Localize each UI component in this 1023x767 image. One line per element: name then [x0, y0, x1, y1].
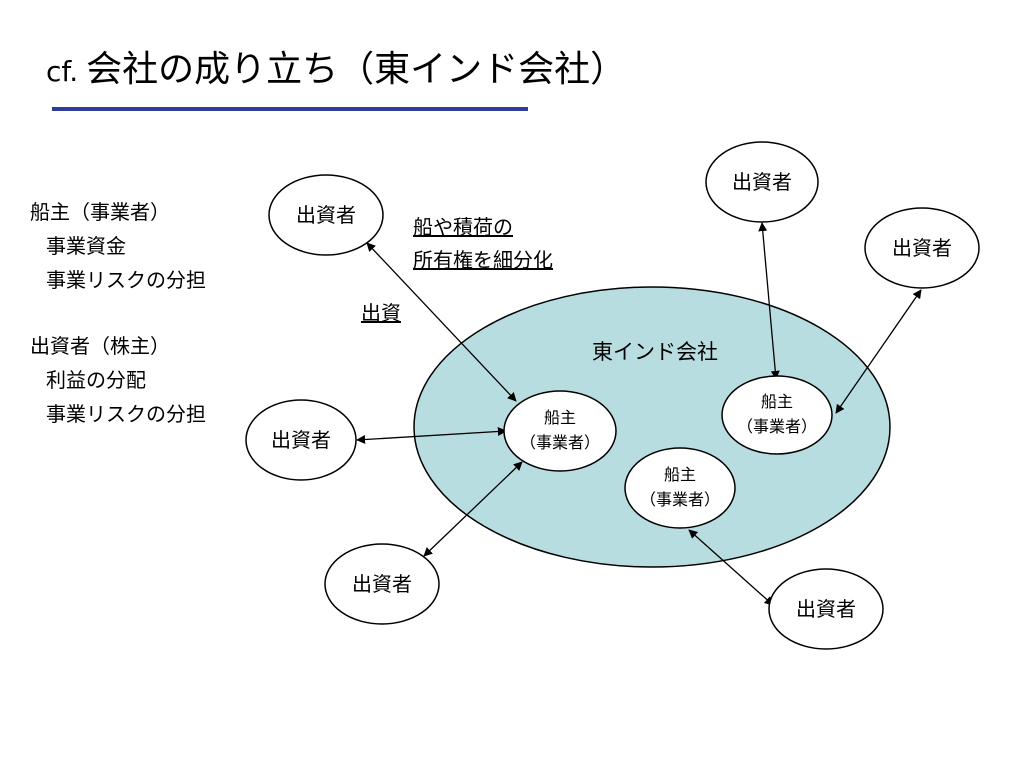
owner-label-line1: 船主 [544, 408, 576, 427]
investor-node: 出資者 [324, 543, 440, 625]
investor-label: 出資者 [796, 597, 856, 621]
investor-node: 出資者 [864, 207, 980, 289]
invest-label: 出資 [361, 301, 401, 325]
invest-arrow [366, 242, 517, 402]
invest-arrow [758, 222, 780, 380]
investor-heading: 出資者（株主） [30, 334, 170, 358]
owner-node: 船主 （事業者） [624, 447, 736, 529]
invest-arrow [356, 426, 507, 445]
investor-label: 出資者 [352, 572, 412, 596]
share-note-line2: 所有権を細分化 [413, 248, 553, 272]
investor-node: 出資者 [768, 568, 884, 650]
invest-arrow [423, 461, 523, 557]
owner-item: 事業リスクの分担 [46, 268, 206, 292]
invest-arrow [688, 529, 774, 606]
title-underline [52, 107, 528, 111]
owner-label-line1: 船主 [761, 392, 793, 411]
owner-label-line2: （事業者） [520, 433, 600, 452]
share-note-line1: 船や積荷の [413, 215, 513, 239]
investor-label: 出資者 [732, 170, 792, 194]
title-main: 会社の成り立ち（東インド会社） [86, 49, 627, 90]
owner-label-line2: （事業者） [737, 417, 817, 436]
investor-node: 出資者 [268, 174, 384, 256]
invest-arrow [835, 289, 922, 414]
investor-label: 出資者 [296, 203, 356, 227]
notes-panel: 船主（事業者） 事業資金 事業リスクの分担 出資者（株主） 利益の分配 事業リス… [30, 195, 206, 431]
title-prefix: cf. [46, 55, 79, 88]
owner-label-line2: （事業者） [640, 490, 720, 509]
investor-item: 利益の分配 [46, 368, 146, 392]
slide-title: cf.会社の成り立ち（東インド会社） [46, 50, 626, 90]
owner-node: 船主 （事業者） [721, 375, 833, 455]
investor-item: 事業リスクの分担 [46, 402, 206, 426]
owner-heading: 船主（事業者） [30, 200, 170, 224]
investor-node: 出資者 [245, 399, 357, 481]
owner-label-line1: 船主 [664, 465, 696, 484]
investor-label: 出資者 [892, 236, 952, 260]
owner-item: 事業資金 [46, 234, 126, 258]
owner-node: 船主 （事業者） [503, 390, 617, 472]
investor-label: 出資者 [271, 428, 331, 452]
company-label: 東インド会社 [592, 340, 718, 364]
investor-node: 出資者 [705, 141, 819, 223]
